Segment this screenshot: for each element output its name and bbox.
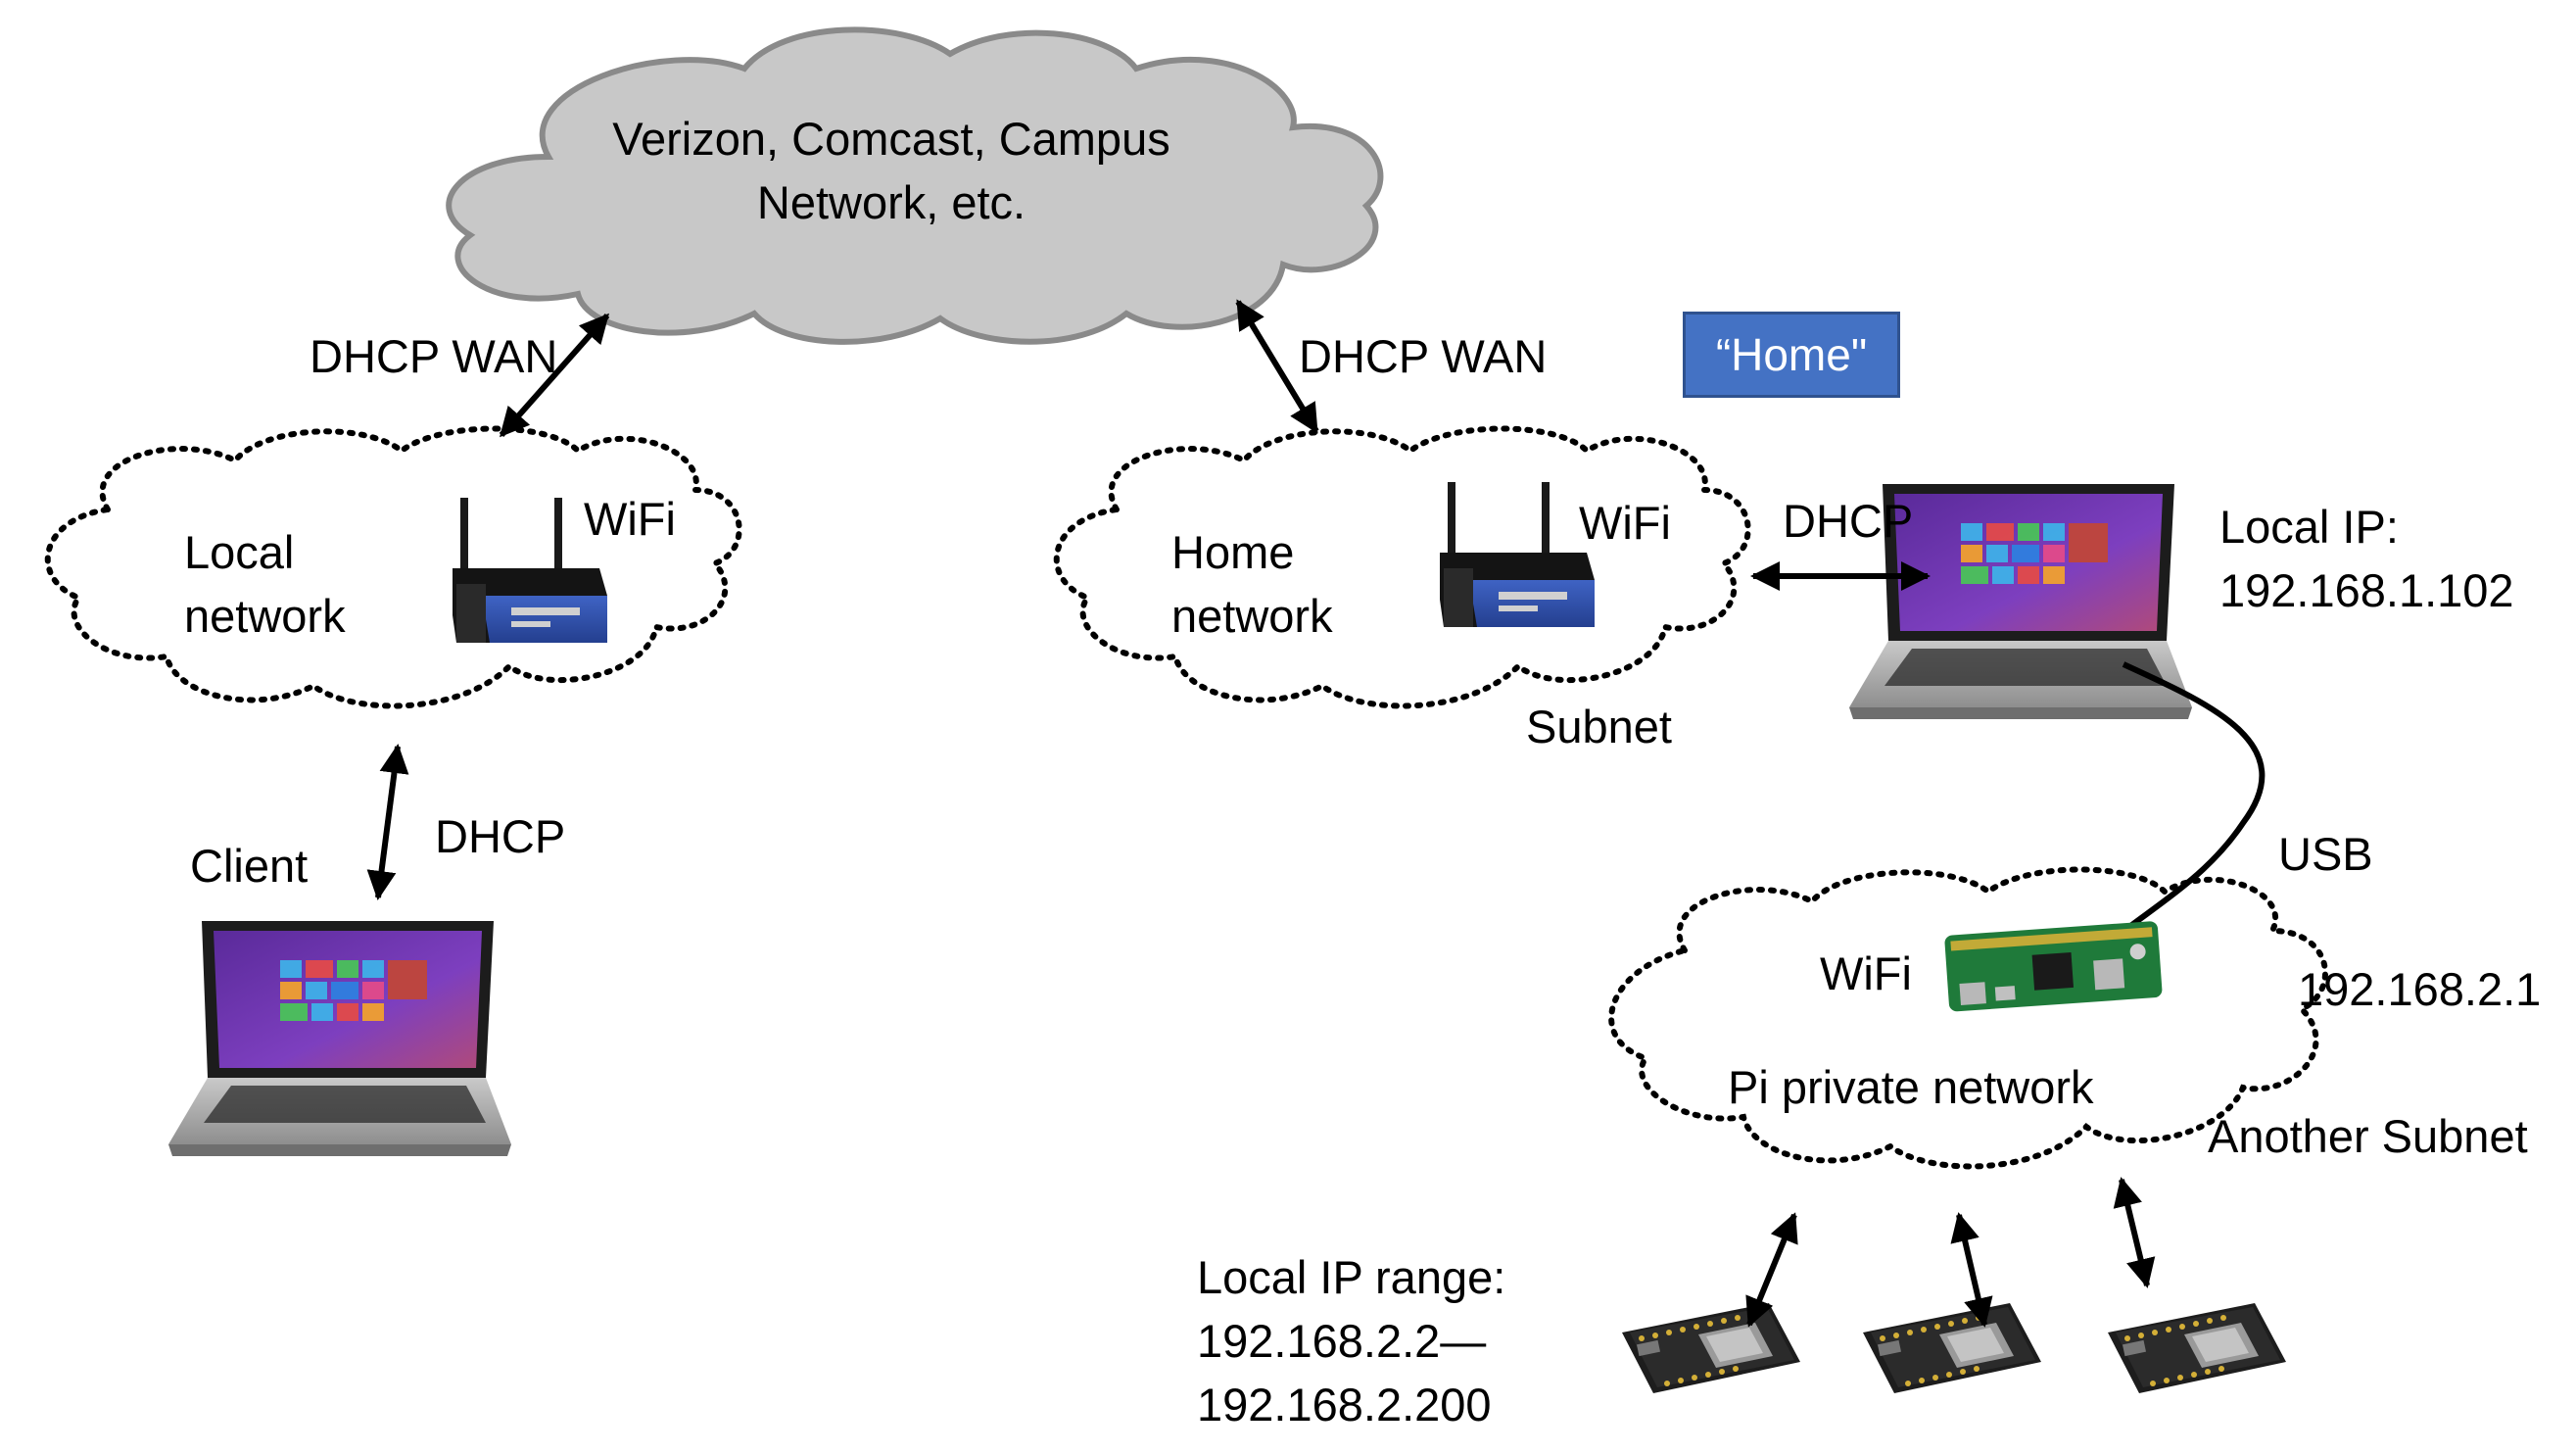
home-subnet-label: Subnet [1526,701,1672,752]
raspberry-pi-icon [1944,921,2163,1012]
home-wan-label: DHCP WAN [1299,330,1548,382]
usb-cable [2104,661,2266,948]
home-network-label: Home network [1171,526,1333,642]
home-network-cloud-icon [1053,425,1751,709]
home-wan-arrow [1235,299,1319,434]
pi-ip-label: 192.168.2.1 [2298,963,2542,1015]
laptop-link-label: DHCP [1783,495,1914,547]
router-icon [1440,482,1595,627]
ip-range-label: Local IP range: 192.168.2.2— 192.168.2.2… [1197,1251,1506,1430]
home-wifi-label: WiFi [1579,497,1671,549]
laptop-ip-label: Local IP: 192.168.1.102 [2219,501,2514,616]
esp32-board-icon [1863,1303,2041,1393]
esp32-board-icon [1622,1303,1800,1393]
esp-link-arrow-2 [1950,1212,1993,1328]
local-wan-arrow [499,313,610,438]
esp-link-arrow-3 [2113,1177,2156,1288]
local-wan-label: DHCP WAN [310,330,558,382]
internet-cloud-label: Verizon, Comcast, Campus Network, etc. [612,113,1170,228]
esp32-board-icon [2108,1303,2286,1393]
client-label: Client [190,840,309,892]
local-network-cloud-icon [44,425,742,709]
pi-subnet-label: Another Subnet [2208,1110,2528,1162]
usb-label: USB [2278,828,2373,880]
laptop-icon [168,921,511,1156]
pi-wifi-label: WiFi [1820,947,1912,999]
pi-network-cloud-icon [1608,866,2328,1170]
home-badge: “Home" [1683,312,1900,398]
client-link-arrow [366,744,409,900]
local-wifi-label: WiFi [584,493,676,545]
client-link-label: DHCP [435,810,566,862]
local-network-label: Local network [184,526,346,642]
pi-network-label: Pi private network [1728,1061,2094,1113]
internet-cloud-icon [446,26,1384,345]
esp-link-arrow-1 [1745,1212,1798,1328]
